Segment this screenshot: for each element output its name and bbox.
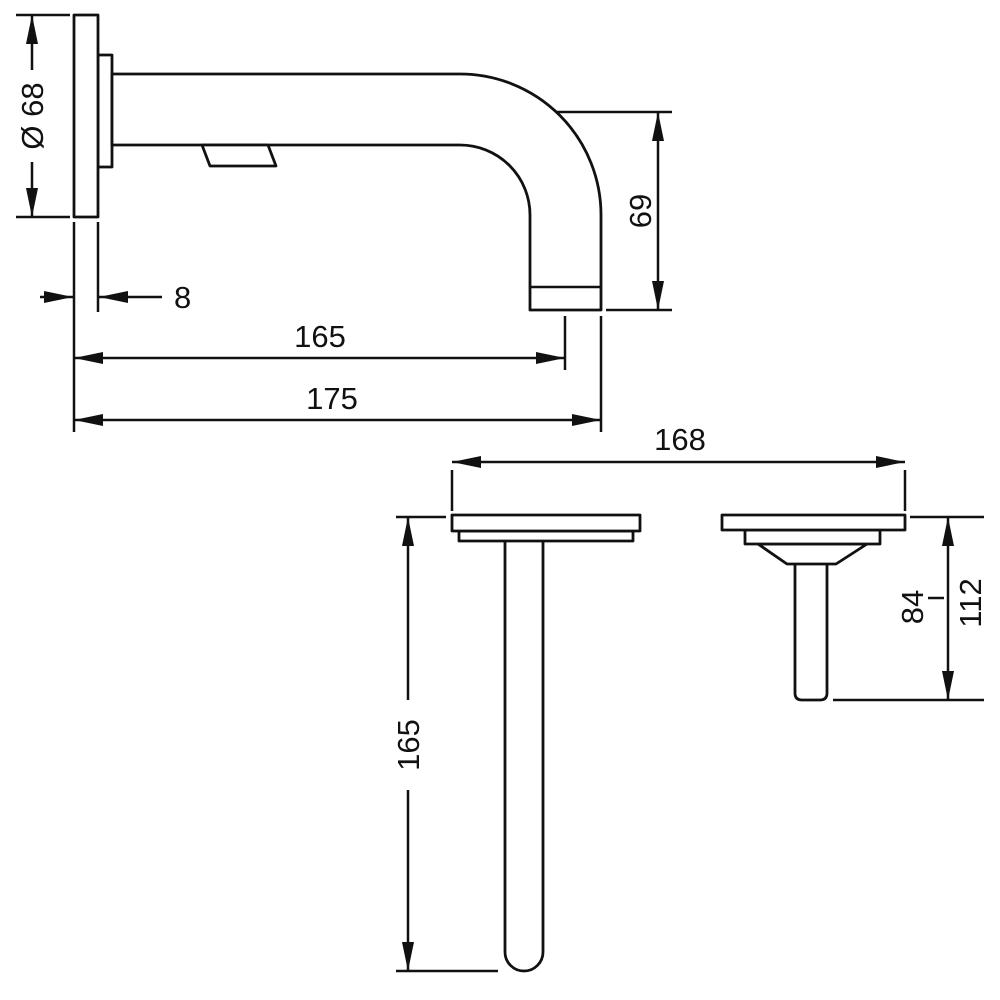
dim-label-drop: 69	[623, 194, 658, 228]
dim-spout-plan-length: 165	[391, 515, 498, 973]
handle-cone	[756, 542, 869, 566]
spout-body	[110, 72, 603, 312]
dim-escutcheon-depth: 8	[40, 222, 191, 432]
dim-label-projection: 175	[306, 381, 358, 416]
handle-stem	[793, 564, 829, 702]
spout-plan-view	[450, 513, 642, 973]
spout-side-view	[72, 13, 603, 312]
label-mask	[14, 70, 50, 162]
dim-label-span: 168	[654, 422, 706, 457]
escutcheon-plate-handle	[720, 513, 907, 532]
dim-label-reach: 165	[294, 319, 346, 354]
handle-base-layer	[743, 528, 882, 546]
dim-spout-reach: 165	[74, 316, 567, 370]
dim-overall-projection: 175	[74, 316, 603, 432]
dim-label-diameter: Ø 68	[15, 82, 50, 149]
dim-plate-span: 168	[450, 422, 907, 511]
escutcheon-plate-plan	[450, 513, 642, 533]
dim-label-plan-length: 165	[391, 719, 426, 771]
dim-spout-drop: 69	[556, 110, 672, 312]
dim-label-depth: 8	[174, 280, 191, 315]
dim-escutcheon-diameter: Ø 68	[14, 13, 70, 219]
label-mask	[392, 700, 424, 790]
escutcheon-plate-side	[72, 13, 100, 219]
mounting-hub	[96, 53, 114, 169]
dim-stem-length-range: 84 112	[833, 515, 988, 702]
escutcheon-underlayer	[457, 529, 635, 543]
aerator-detail	[200, 143, 278, 168]
handle-side-view	[720, 513, 907, 702]
dim-label-stem-min: 84	[895, 590, 930, 624]
spout-tube-plan	[503, 536, 545, 973]
dim-label-stem-max: 112	[953, 578, 988, 627]
